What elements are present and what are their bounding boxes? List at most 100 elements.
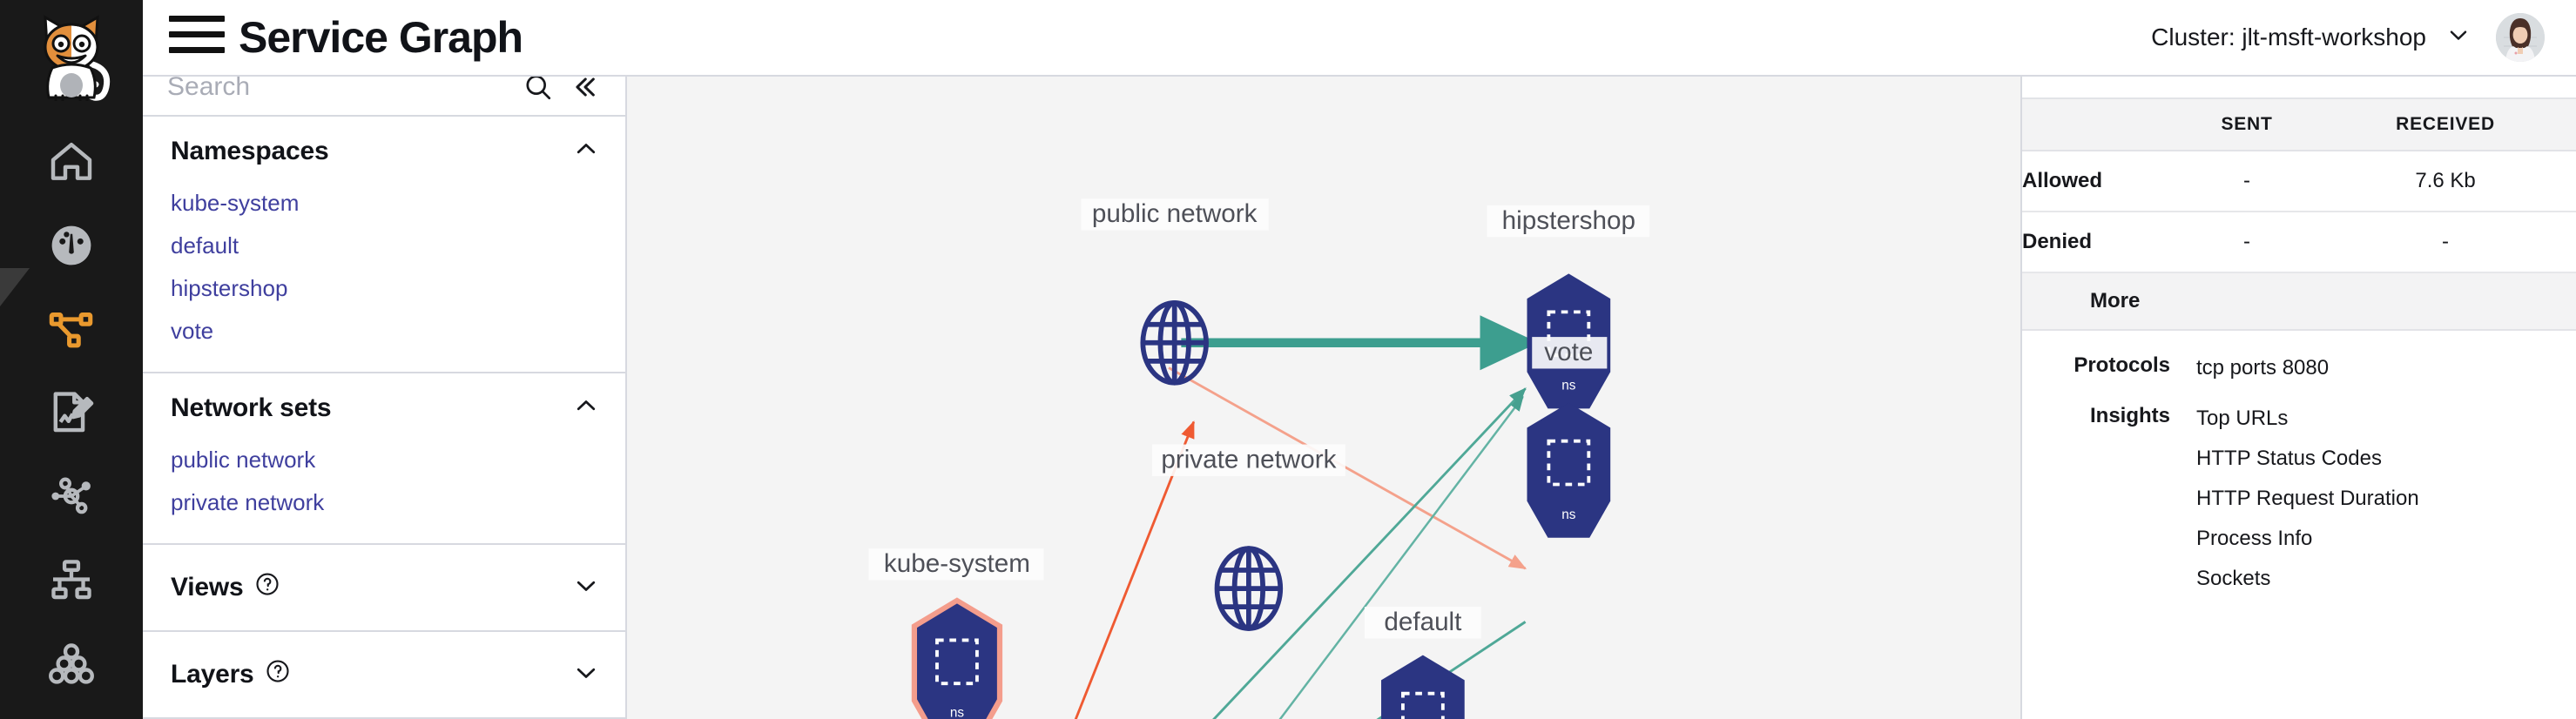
avatar[interactable] xyxy=(2496,13,2545,62)
sidebar-item-service-graph[interactable] xyxy=(0,268,143,371)
graph-node-private-network[interactable]: private network xyxy=(1151,444,1345,631)
insight-item-http-status-codes[interactable]: HTTP Status Codes xyxy=(2196,447,2382,471)
protocols-value-text: tcp ports 8080 xyxy=(2196,356,2330,380)
namespace-item-hipstershop[interactable]: hipstershop xyxy=(171,275,288,301)
header-divider xyxy=(143,75,2576,77)
sidebar-item-endpoints[interactable] xyxy=(0,538,143,622)
graph-node-label: vote xyxy=(1544,338,1593,366)
sidebar-item-home[interactable] xyxy=(0,120,143,204)
icon-rail xyxy=(0,0,143,719)
graph-node-kube-system[interactable]: kube-system ns xyxy=(868,548,1044,719)
graph-edges xyxy=(985,315,1539,719)
edge-kube-system-hipstershop[interactable] xyxy=(985,387,1527,719)
traffic-col-blank xyxy=(2022,97,2179,151)
filter-section-views-label: Views xyxy=(171,573,244,601)
sidebar-item-dashboard[interactable] xyxy=(0,204,143,287)
graph-node-sublabel: ns xyxy=(950,706,965,719)
graph-node-label: private network xyxy=(1161,446,1336,474)
sidebar-item-policies[interactable] xyxy=(0,371,143,454)
filter-section-network-sets-body: public network private network xyxy=(143,439,625,543)
filter-section-network-sets-header[interactable]: Network sets xyxy=(143,373,625,439)
service-graph-icon xyxy=(46,304,97,354)
graph-node-label: default xyxy=(1384,608,1462,636)
filter-section-layers-header[interactable]: Layers xyxy=(143,632,625,717)
globe-icon xyxy=(1140,299,1209,386)
document-pencil-icon xyxy=(47,388,96,437)
graph-node-label: hipstershop xyxy=(1502,206,1635,235)
cluster-selector[interactable]: Cluster: jlt-msft-workshop xyxy=(2151,22,2471,54)
graph-node-hipstershop[interactable]: hipstershop ns xyxy=(1487,205,1650,409)
namespace-dashed-square xyxy=(935,638,979,686)
insight-item-process-info[interactable]: Process Info xyxy=(2196,527,2313,551)
insights-list: Top URLs HTTP Status Codes HTTP Request … xyxy=(2196,404,2419,604)
chevron-down-icon[interactable] xyxy=(573,660,599,690)
sidebar-item-nodes[interactable] xyxy=(0,454,143,538)
search-input[interactable] xyxy=(167,71,516,102)
help-icon[interactable] xyxy=(265,658,291,691)
chevrons-left-icon[interactable] xyxy=(561,64,606,110)
molecule-icon xyxy=(47,472,96,521)
globe-icon xyxy=(1214,546,1284,631)
traffic-row-received: 7.6 Kb xyxy=(2315,151,2576,212)
insights-label: Insights xyxy=(2089,404,2170,428)
help-icon[interactable] xyxy=(254,571,280,604)
hamburger-icon[interactable] xyxy=(169,16,225,59)
filter-section-namespaces-body: kube-system default hipstershop vote xyxy=(143,182,625,372)
namespace-heptagon xyxy=(1527,402,1611,538)
top-header-right: Cluster: jlt-msft-workshop xyxy=(2151,13,2545,62)
chevron-down-icon[interactable] xyxy=(573,573,599,603)
insight-item-sockets[interactable]: Sockets xyxy=(2196,567,2271,591)
filter-section-namespaces-header[interactable]: Namespaces xyxy=(143,117,625,182)
insights-row: Insights Top URLs HTTP Status Codes HTTP… xyxy=(2022,393,2576,604)
filter-section-layers-label: Layers xyxy=(171,660,254,689)
filter-section-views: Views xyxy=(143,545,625,632)
traffic-table: SENT RECEIVED Allowed - 7.6 Kb Denied - … xyxy=(2022,97,2576,273)
chevron-up-icon[interactable] xyxy=(573,136,599,166)
networkset-item-public-network[interactable]: public network xyxy=(171,447,316,473)
calico-cat-logo[interactable] xyxy=(0,0,143,111)
chevron-down-icon xyxy=(2445,22,2471,54)
cluster-selector-label: Cluster: jlt-msft-workshop xyxy=(2151,24,2426,50)
filter-section-layers: Layers xyxy=(143,632,625,719)
namespace-item-kube-system[interactable]: kube-system xyxy=(171,190,300,216)
service-graph-canvas-area: Namespaces from 15 minutes to 0 minutes … xyxy=(627,0,2020,719)
gauge-icon xyxy=(47,221,96,270)
protocols-value: tcp ports 8080 xyxy=(2196,353,2329,393)
traffic-col-received: RECEIVED xyxy=(2315,97,2576,151)
networkset-item-private-network[interactable]: private network xyxy=(171,489,325,515)
graph-canvas[interactable]: public network hipstersho xyxy=(627,75,2020,719)
home-icon xyxy=(47,138,96,186)
graph-node-vote[interactable]: vote ns xyxy=(1527,337,1611,538)
graph-node-sublabel: ns xyxy=(1561,507,1576,522)
edge-private-network-hipstershop[interactable] xyxy=(1269,395,1524,719)
edge-kube-system-public-network[interactable] xyxy=(995,420,1196,719)
namespace-dashed-square xyxy=(1547,439,1591,487)
insight-item-top-urls[interactable]: Top URLs xyxy=(2196,407,2289,431)
traffic-table-header: SENT RECEIVED xyxy=(2022,97,2576,151)
more-section-header[interactable]: More xyxy=(2022,273,2576,331)
graph-nodes: public network hipstersho xyxy=(868,198,1650,719)
namespace-heptagon xyxy=(917,603,997,719)
insight-item-http-request-duration[interactable]: HTTP Request Duration xyxy=(2196,487,2419,511)
filter-section-namespaces-title: Namespaces xyxy=(171,136,329,165)
sidebar-item-clusters[interactable] xyxy=(0,622,143,705)
filter-section-network-sets: Network sets public network private netw… xyxy=(143,373,625,545)
traffic-col-sent: SENT xyxy=(2179,97,2316,151)
filter-section-network-sets-title: Network sets xyxy=(171,393,332,422)
graph-node-default[interactable]: default ns xyxy=(1364,607,1481,719)
table-row: Allowed - 7.6 Kb xyxy=(2022,151,2576,212)
traffic-row-received: - xyxy=(2315,212,2576,273)
traffic-row-sent: - xyxy=(2179,151,2316,212)
sitemap-icon xyxy=(47,555,96,604)
edge-public-network-vote[interactable] xyxy=(1168,366,1527,570)
table-row: Denied - - xyxy=(2022,212,2576,273)
namespace-item-default[interactable]: default xyxy=(171,232,239,259)
namespace-alert-ring xyxy=(911,597,1003,719)
chevron-up-icon[interactable] xyxy=(573,393,599,423)
page-title: Service Graph xyxy=(239,13,523,62)
namespace-item-vote[interactable]: vote xyxy=(171,318,214,344)
filter-section-namespaces: Namespaces kube-system default hipstersh… xyxy=(143,117,625,373)
filter-section-views-header[interactable]: Views xyxy=(143,545,625,630)
graph-node-public-network[interactable]: public network xyxy=(1081,198,1269,386)
details-panel: public network » hipstershop SENT RECEIV… xyxy=(2020,0,2576,719)
